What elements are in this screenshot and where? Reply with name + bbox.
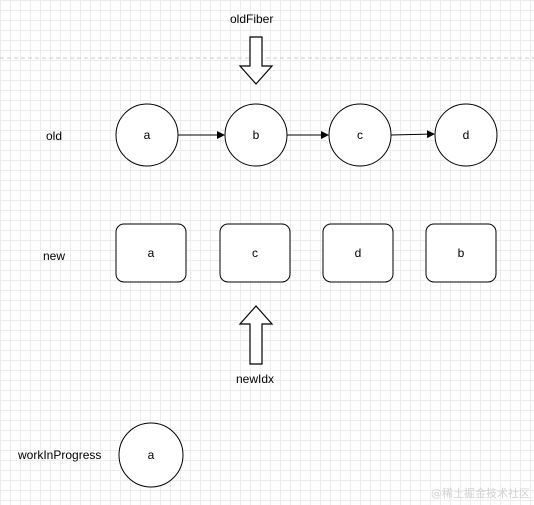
old-node-d: [434, 103, 498, 167]
new-node-d-label: d: [354, 246, 362, 260]
new-idx-pointer-arrow: [238, 305, 274, 365]
old-node-c-label: c: [357, 128, 363, 142]
watermark: @稀土掘金技术社区: [431, 487, 530, 500]
new-node-a: [115, 223, 187, 283]
old-fiber-pointer-arrow: [238, 36, 274, 85]
wip-node-a: [118, 422, 184, 488]
new-node-b-label: b: [457, 246, 465, 260]
row-label-work-in-progress: workInProgress: [18, 448, 102, 462]
row-label-old: old: [46, 129, 63, 143]
old-node-d-label: d: [462, 128, 470, 142]
new-node-c-label: c: [252, 246, 258, 260]
old-node-a-label: a: [143, 128, 151, 142]
row-label-new: new: [43, 249, 66, 263]
old-node-b-label: b: [252, 128, 260, 142]
wip-node-a-label: a: [147, 448, 155, 462]
new-node-d: [322, 223, 394, 283]
new-node-c: [219, 223, 291, 283]
new-node-b: [425, 223, 497, 283]
new-idx-label: newIdx: [236, 372, 275, 386]
old-fiber-label: oldFiber: [230, 12, 274, 26]
new-node-a-label: a: [147, 246, 155, 260]
sibling-arrow-c-d: [390, 130, 435, 139]
